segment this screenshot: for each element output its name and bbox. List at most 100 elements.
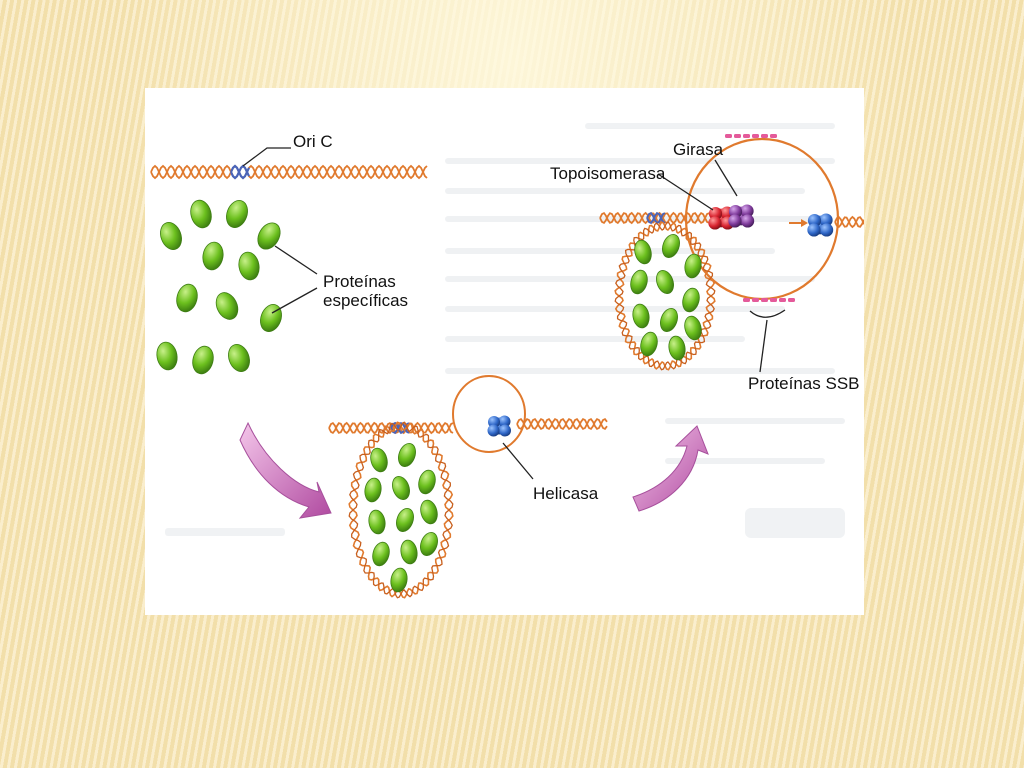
dna-mid-right-strand-2 (516, 417, 608, 431)
complex-right-coil-2 (614, 221, 716, 371)
gyrase-blob (728, 204, 755, 228)
ori-c-pointer-line (242, 147, 291, 167)
specific-protein-2 (226, 200, 248, 228)
complex-mid-protein-10 (400, 539, 418, 565)
replication-direction-arrowhead (801, 219, 808, 227)
ori-c-strand-2 (230, 164, 250, 180)
topoisomerase-blob-lobe (708, 216, 722, 230)
specific-protein-4 (160, 222, 182, 250)
complex-mid-protein-6 (368, 509, 386, 535)
topoisomerase-blob-lobe (708, 207, 723, 221)
complex-right-protein-6 (682, 287, 700, 313)
diagram-figure: Ori C Proteínas específicas Topoisomeras… (145, 88, 864, 615)
dna-right-left-strand-1 (599, 212, 716, 225)
helicase-right-blob-lobe (819, 213, 833, 227)
helicase-enzyme (487, 415, 511, 437)
specific-protein-12 (228, 344, 250, 372)
complex-right-protein-3 (684, 253, 702, 279)
helicase-right-blob-lobe (807, 223, 821, 237)
helicase-right-blob (807, 213, 834, 237)
helicase-blob-lobe (498, 415, 511, 428)
specific-protein-1 (190, 199, 212, 229)
ssb-bracket-line (749, 309, 786, 318)
helicase-right-blob-lobe (807, 214, 822, 228)
complex-mid-protein-4 (392, 475, 410, 501)
complex-right-protein-8 (660, 307, 678, 333)
specific-protein-6 (238, 251, 260, 281)
protein-complex-right (614, 221, 716, 371)
complex-right-protein-10 (640, 331, 658, 357)
ssb-bottom-3 (761, 298, 768, 302)
topoisomerasa-pointer-line (657, 173, 714, 211)
helicase-right-blob-lobe (820, 223, 834, 237)
ssb-proteins-bottom (743, 298, 795, 302)
complex-mid-protein-11 (420, 531, 438, 557)
ssb-bottom-6 (788, 298, 795, 302)
complex-right-protein-9 (684, 315, 702, 341)
girasa-pointer-line (714, 159, 738, 197)
proteins-pointer-line-1 (274, 245, 318, 275)
specific-proteins-group (156, 199, 282, 375)
ssb-top-3 (743, 134, 750, 138)
complex-mid-protein-3 (364, 477, 382, 503)
complex-mid-protein-8 (420, 499, 438, 525)
helicasa-label: Helicasa (533, 484, 599, 503)
gyrase-blob-lobe (740, 204, 754, 218)
ssb-top-5 (761, 134, 768, 138)
curved-arrow-up-right-icon (632, 425, 709, 512)
ssb-bottom-1 (743, 298, 750, 302)
protein-complex-middle (348, 421, 454, 599)
complex-mid-protein-5 (418, 469, 436, 495)
complex-mid-protein-1 (370, 447, 388, 473)
helicase-blob (487, 415, 511, 437)
complex-right-protein-11 (668, 335, 686, 361)
specific-protein-11 (192, 345, 214, 375)
specific-protein-10 (156, 341, 178, 371)
complex-right-protein-4 (630, 269, 648, 295)
replication-bubble-small (452, 375, 526, 453)
helicase-enzyme-right (807, 213, 834, 237)
complex-mid-coil-2 (348, 421, 454, 599)
helicase-blob-lobe (488, 416, 500, 428)
dna-replication-diagram (150, 123, 864, 599)
dna-top-strand-1 (150, 164, 428, 180)
helicase-blob-lobe (487, 424, 500, 437)
proteins-pointer-line-2 (271, 287, 318, 314)
complex-mid-protein-9 (372, 541, 390, 567)
specific-protein-3 (257, 222, 281, 250)
ssb-pointer-line (759, 319, 768, 373)
ori-c-right-strand-2 (646, 211, 666, 225)
dna-mid-center-strand-2 (385, 421, 454, 434)
complex-right-protein-1 (634, 239, 652, 265)
curved-arrow-down-right-icon (239, 421, 332, 519)
complex-mid-protein-7 (396, 507, 414, 533)
ssb-bottom-2 (752, 298, 759, 302)
ssb-bottom-4 (770, 298, 777, 302)
dna-right-right-strand-1 (834, 216, 864, 229)
specific-protein-8 (215, 292, 239, 320)
specific-protein-9 (260, 304, 282, 332)
topoisomerasa-label: Topoisomerasa (550, 164, 666, 183)
complex-right-protein-5 (656, 269, 674, 295)
dna-mid-right-strand-1 (516, 417, 608, 431)
ssb-bottom-5 (779, 298, 786, 302)
topoisomerase-gyrase-enzymes (708, 204, 755, 230)
ssb-top-4 (752, 134, 759, 138)
gyrase-blob-lobe (741, 214, 755, 228)
dna-double-helix-middle (328, 417, 608, 435)
dna-right-right-strand-2 (834, 215, 864, 228)
dna-double-helix-right (599, 211, 864, 229)
specific-protein-7 (176, 283, 198, 313)
dna-right-left-strand-2 (599, 211, 716, 224)
helicase-blob-lobe (499, 424, 511, 437)
ori-c-strand-1 (230, 164, 250, 180)
proteinas-especificas-label: Proteínas específicas (323, 272, 409, 310)
complex-right-protein-2 (662, 233, 680, 259)
gyrase-blob-lobe (728, 214, 742, 228)
dna-top-strand-2 (150, 164, 428, 180)
gyrase-blob-lobe (728, 205, 743, 219)
proteinas-ssb-label: Proteínas SSB (748, 374, 860, 393)
specific-protein-5 (202, 241, 224, 271)
girasa-label: Girasa (673, 140, 724, 159)
complex-mid-protein-2 (398, 442, 416, 468)
